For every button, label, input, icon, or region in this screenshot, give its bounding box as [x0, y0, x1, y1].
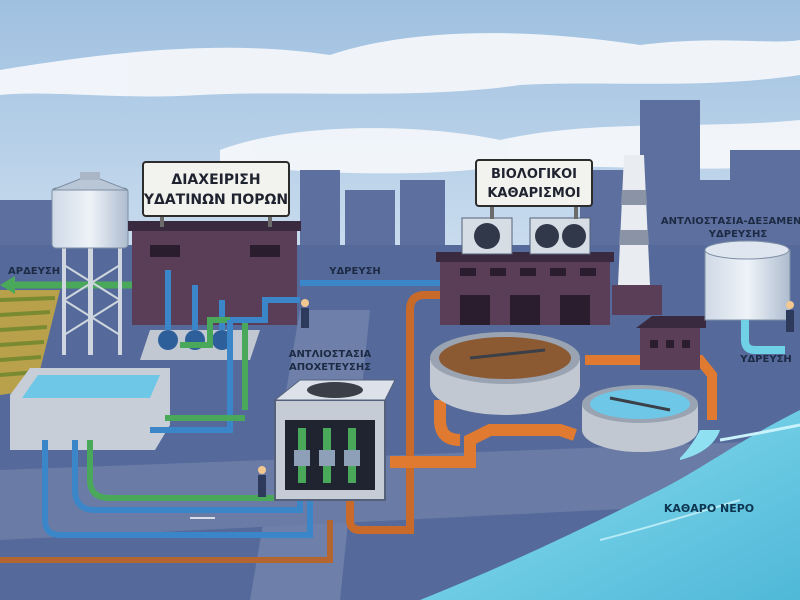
ventilation-units	[461, 217, 591, 255]
fan-icon	[535, 224, 559, 248]
storage-tank	[704, 240, 791, 354]
label-clean-water: ΚΑΘΑΡΟ ΝΕΡΟ	[664, 502, 754, 515]
sign-biological-line1: ΒΙΟΛΟΓΙΚΟΙ	[491, 167, 577, 182]
worker-icon	[301, 299, 309, 328]
sign-water-management-line2: ΥΔΑΤΙΝΩΝ ΠΟΡΩΝ	[143, 192, 288, 208]
small-building	[636, 316, 706, 370]
farm-field	[0, 290, 60, 395]
worker-icon	[786, 301, 794, 332]
sign-biological-line2: ΚΑΘΑΡΙΣΜΟΙ	[487, 186, 580, 201]
label-water-supply-center: ΥΔΡΕΥΣΗ	[328, 266, 381, 277]
supply-pipes	[42, 280, 440, 538]
clarifier-large	[430, 332, 580, 415]
biological-sign: ΒΙΟΛΟΓΙΚΟΙ ΚΑΘΑΡΙΣΜΟΙ	[475, 159, 593, 219]
biological-treatment-building	[436, 252, 614, 325]
worker-icon	[258, 466, 266, 497]
label-irrigation: ΑΡΔΕΥΣΗ	[8, 266, 60, 277]
workers	[258, 299, 794, 497]
clarifier-small	[582, 385, 698, 452]
label-pumping-station-line2: ΥΔΡΕΥΣΗΣ	[708, 229, 768, 240]
water-management-sign: ΔΙΑΧΕΙΡΙΣΗ ΥΔΑΤΙΝΩΝ ΠΟΡΩΝ	[142, 161, 290, 227]
reservoir-basin	[10, 368, 170, 450]
label-sewage-pumping-line1: ΑΝΤΛΙΟΣΤΑΣΙΑ	[289, 349, 372, 360]
label-water-supply-right: ΥΔΡΕΥΣΗ	[739, 354, 792, 365]
label-sewage-pumping-line2: ΑΠΟΧΕΤΕΥΣΗΣ	[289, 362, 371, 373]
sign-water-management-line1: ΔΙΑΧΕΙΡΙΣΗ	[171, 172, 260, 188]
sewage-pumping-station	[273, 379, 396, 501]
pump-icon	[158, 330, 178, 350]
water-management-building	[128, 221, 301, 325]
chimney	[612, 155, 662, 315]
label-pumping-station-line1: ΑΝΤΛΙΟΣΤΑΣΙΑ-ΔΕΞΑΜΕΝΕΣ	[661, 216, 800, 227]
river	[420, 410, 800, 600]
fan-icon	[474, 223, 500, 249]
fan-icon	[562, 224, 586, 248]
water-tower	[51, 172, 129, 355]
